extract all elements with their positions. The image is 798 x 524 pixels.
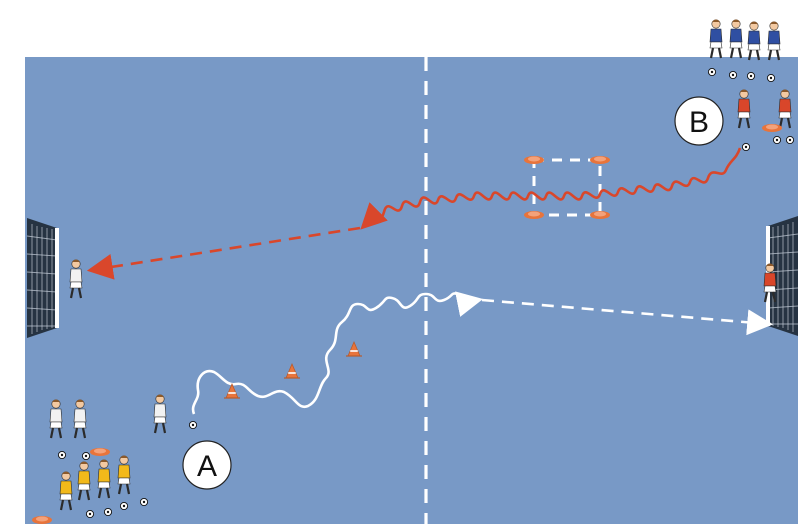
ball-icon xyxy=(119,501,129,511)
ball-icon xyxy=(81,451,91,461)
ball-icon xyxy=(188,420,198,430)
player-icon xyxy=(117,455,131,495)
goal-left-icon xyxy=(26,217,60,339)
ball-icon xyxy=(57,450,67,460)
center-box xyxy=(532,158,602,217)
player-icon xyxy=(49,399,63,439)
marker-cone-icon xyxy=(590,156,610,164)
ball-icon xyxy=(741,142,751,152)
ball-icon xyxy=(139,497,149,507)
ball-icon xyxy=(707,67,717,77)
player-icon xyxy=(729,19,743,59)
label-b-text: B xyxy=(689,106,709,139)
player-icon xyxy=(153,394,167,434)
marker-cone-icon xyxy=(524,211,544,219)
label-a-text: A xyxy=(197,450,217,483)
red-queue xyxy=(762,89,795,145)
ball-icon xyxy=(728,70,738,80)
player-icon xyxy=(97,459,111,499)
player-icon xyxy=(737,89,751,129)
goalkeeper-right xyxy=(763,263,777,303)
red-pass-arrow xyxy=(86,226,361,280)
player-icon xyxy=(73,399,87,439)
player-icon xyxy=(59,471,73,511)
marker-cone-icon xyxy=(590,211,610,219)
player-icon xyxy=(77,461,91,501)
marker-cone-icon xyxy=(762,124,782,132)
player-icon xyxy=(747,21,761,61)
red-dribble-path xyxy=(360,147,742,230)
white-shot-arrow xyxy=(481,298,774,336)
white-queue xyxy=(49,399,110,461)
marker-cone-icon xyxy=(90,448,110,456)
player-icon xyxy=(709,19,723,59)
ball-icon xyxy=(103,507,113,517)
label-b: B xyxy=(674,96,724,146)
player-icon xyxy=(778,89,792,129)
white-dribble-path xyxy=(191,291,484,415)
ball-icon xyxy=(85,509,95,519)
red-attacker xyxy=(737,89,751,129)
goalkeeper-left xyxy=(69,259,83,299)
player-icon xyxy=(763,263,777,303)
white-attacker xyxy=(153,394,167,434)
marker-cone-icon xyxy=(32,516,52,524)
pitch xyxy=(25,57,798,524)
player-icon xyxy=(69,259,83,299)
ball-icon xyxy=(772,135,782,145)
blue-queue xyxy=(707,19,781,83)
ball-icon xyxy=(785,135,795,145)
yellow-queue xyxy=(32,455,149,524)
ball-icon xyxy=(746,71,756,81)
player-icon xyxy=(767,21,781,61)
ball-icon xyxy=(766,73,776,83)
label-a: A xyxy=(182,440,232,490)
marker-cone-icon xyxy=(524,156,544,164)
